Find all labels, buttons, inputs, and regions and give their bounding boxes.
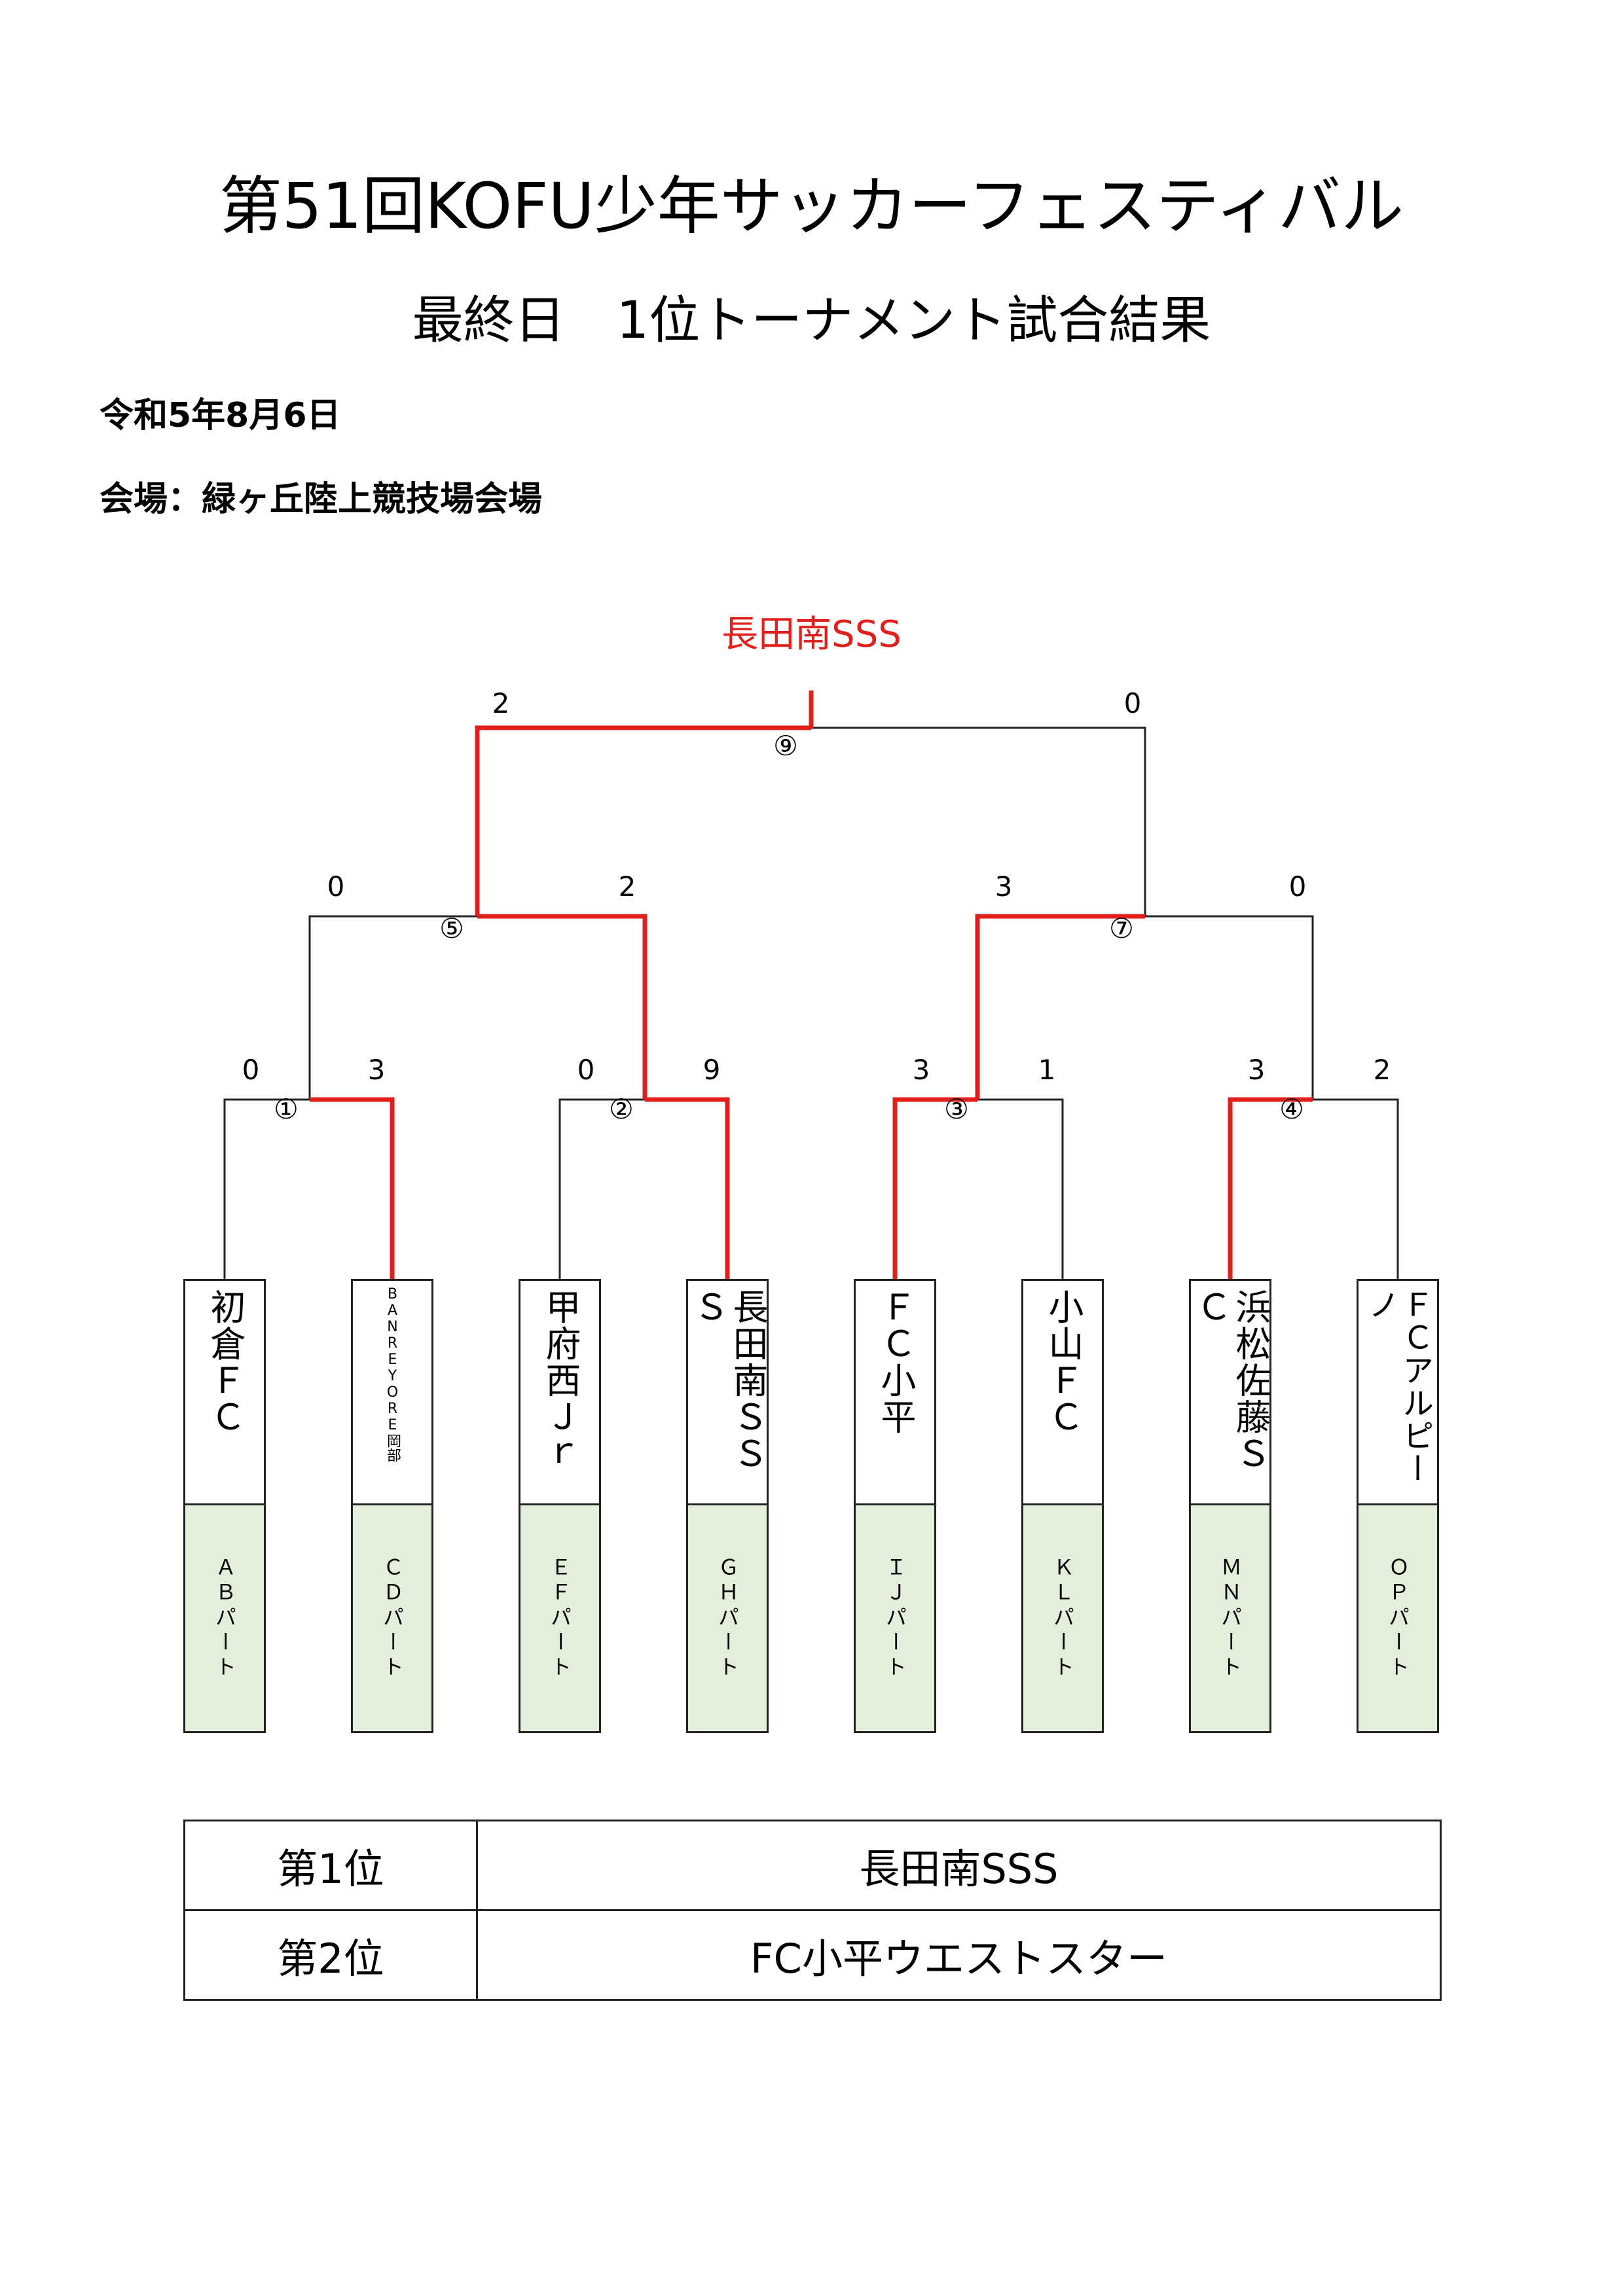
bracket-line-team6 [977,1098,1064,1279]
match2-left-score: 0 [577,1054,595,1086]
team-name: 初倉ＦＣ [204,1289,246,1435]
match4-number: ④ [1279,1093,1304,1125]
final-left-score: 2 [492,687,510,719]
part-box-7: ＭＮパート [1189,1505,1271,1733]
match1-number: ① [274,1093,299,1125]
match4-right-score: 2 [1373,1054,1391,1086]
bracket-line-m7-right [1145,915,1314,1100]
match7-left-score: 3 [994,870,1013,903]
table-row: 第1位 長田南SSS [183,1820,1442,1911]
final-right-score: 0 [1123,687,1142,719]
part-label: ＫＬパート [1050,1556,1075,1681]
part-box-3: ＥＦパート [519,1505,601,1733]
part-box-1: ＡＢパート [183,1505,266,1733]
match7-right-score: 0 [1288,870,1307,903]
bracket-line-team3 [558,1098,645,1279]
part-box-5: ＩＪパート [854,1505,936,1733]
final-match-number: ⑨ [773,730,798,762]
match5-number: ⑤ [439,912,464,944]
part-label: ＭＮパート [1218,1556,1243,1681]
match2-number: ② [609,1093,634,1125]
team-box-2: BANREYORE岡部 [351,1279,433,1505]
match4-left-score: 3 [1247,1054,1266,1086]
match3-left-score: 3 [912,1054,930,1086]
match3-number: ③ [944,1093,969,1125]
part-label: ＣＤパート [380,1556,405,1681]
event-date: 令和5年8月6日 [100,396,341,435]
team-name: 長田南ＳＳＳ [687,1289,768,1472]
bracket-line-team2 [310,1097,395,1279]
team-name: ＦＣ小平 [875,1289,916,1435]
team-box-8: ＦＣアルピーノ [1357,1279,1439,1505]
bracket-line-final-right [811,726,1146,916]
bracket-line-team5 [892,1097,977,1279]
rank-cell: 第1位 [183,1820,478,1911]
match5-left-score: 0 [327,870,345,903]
part-box-6: ＫＬパート [1021,1505,1104,1733]
part-label: ＥＦパート [547,1556,572,1681]
team-box-6: 小山ＦＣ [1021,1279,1104,1505]
bracket-line-team8 [1313,1098,1399,1279]
team-name: ＦＣアルピーノ [1362,1289,1433,1485]
team-box-4: 長田南ＳＳＳ [686,1279,769,1505]
table-row: 第2位 FC小平ウエストスター [183,1909,1442,2001]
team-name: 浜松佐藤ＳＣ [1190,1289,1271,1472]
match5-right-score: 2 [618,870,636,903]
bracket-line-team4 [645,1097,730,1279]
bracket-line-m5-left [308,915,477,1100]
part-box-4: ＧＨパート [686,1505,769,1733]
match1-left-score: 0 [242,1054,260,1086]
match1-right-score: 3 [367,1054,386,1086]
match2-right-score: 9 [702,1054,721,1086]
team-box-7: 浜松佐藤ＳＣ [1189,1279,1271,1505]
team-name: 小山ＦＣ [1042,1289,1084,1435]
team-name: BANREYORE岡部 [384,1286,401,1462]
part-label: ＧＨパート [715,1556,740,1681]
bracket-line-m5-right [477,914,647,1100]
part-box-8: ＯＰパート [1357,1505,1439,1733]
match7-number: ⑦ [1109,912,1134,944]
results-table: 第1位 長田南SSS 第2位 FC小平ウエストスター [183,1820,1442,2001]
page-title: 第51回KOFU少年サッカーフェスティバル [219,170,1404,243]
team-box-1: 初倉ＦＣ [183,1279,266,1505]
part-label: ＩＪパート [883,1556,907,1681]
bracket-line-team7 [1228,1097,1313,1279]
team-cell: 長田南SSS [476,1820,1442,1911]
part-box-2: ＣＤパート [351,1505,433,1733]
rank-cell: 第2位 [183,1909,478,2001]
team-box-3: 甲府西Ｊｒ [519,1279,601,1505]
page-subtitle: 最終日 1位トーナメント試合結果 [412,291,1211,350]
bracket-line-team1 [223,1098,310,1279]
team-box-5: ＦＣ小平 [854,1279,936,1505]
team-cell: FC小平ウエストスター [476,1909,1442,2001]
bracket-line-m7-left [975,914,1145,1100]
event-venue: 会場：緑ヶ丘陸上競技場会場 [100,480,543,519]
bracket-line-final-left [475,725,811,916]
champion-name: 長田南SSS [721,613,902,656]
part-label: ＯＰパート [1385,1556,1410,1681]
part-label: ＡＢパート [212,1556,237,1681]
team-name: 甲府西Ｊｒ [539,1289,581,1472]
match3-right-score: 1 [1038,1054,1056,1086]
